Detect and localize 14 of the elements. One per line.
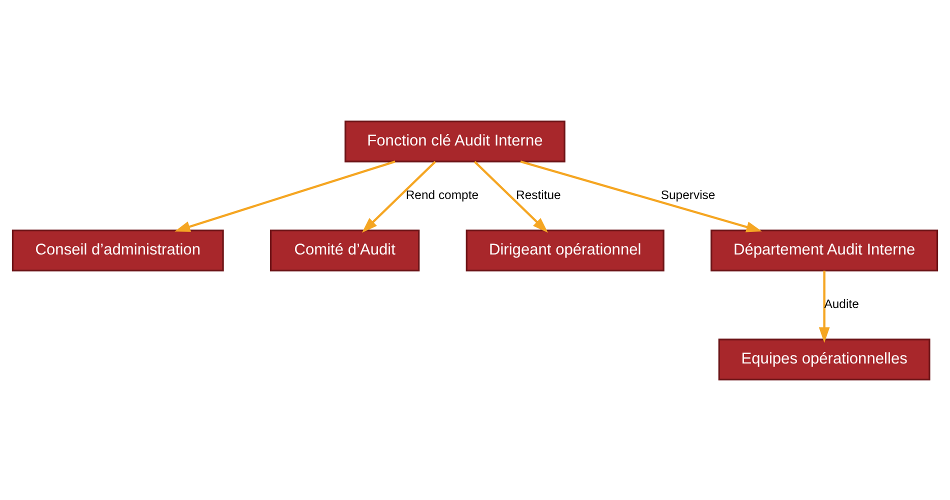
arrow <box>174 160 396 232</box>
node-box: Conseil d’administration <box>12 229 224 271</box>
edge-label: Rend compte <box>406 188 479 202</box>
edge-label: Supervise <box>660 188 716 202</box>
node-box: Comité d’Audit <box>270 229 420 271</box>
arrow <box>474 160 548 232</box>
node-box: Dirigeant opérationnel <box>466 229 664 271</box>
arrow <box>520 160 762 232</box>
node-box: Département Audit Interne <box>710 229 938 271</box>
node-box: Equipes opérationnelles <box>718 338 930 380</box>
arrow <box>818 270 830 342</box>
edge-label: Restitue <box>516 188 561 202</box>
node-box: Fonction clé Audit Interne <box>344 120 566 162</box>
arrow <box>362 160 436 232</box>
